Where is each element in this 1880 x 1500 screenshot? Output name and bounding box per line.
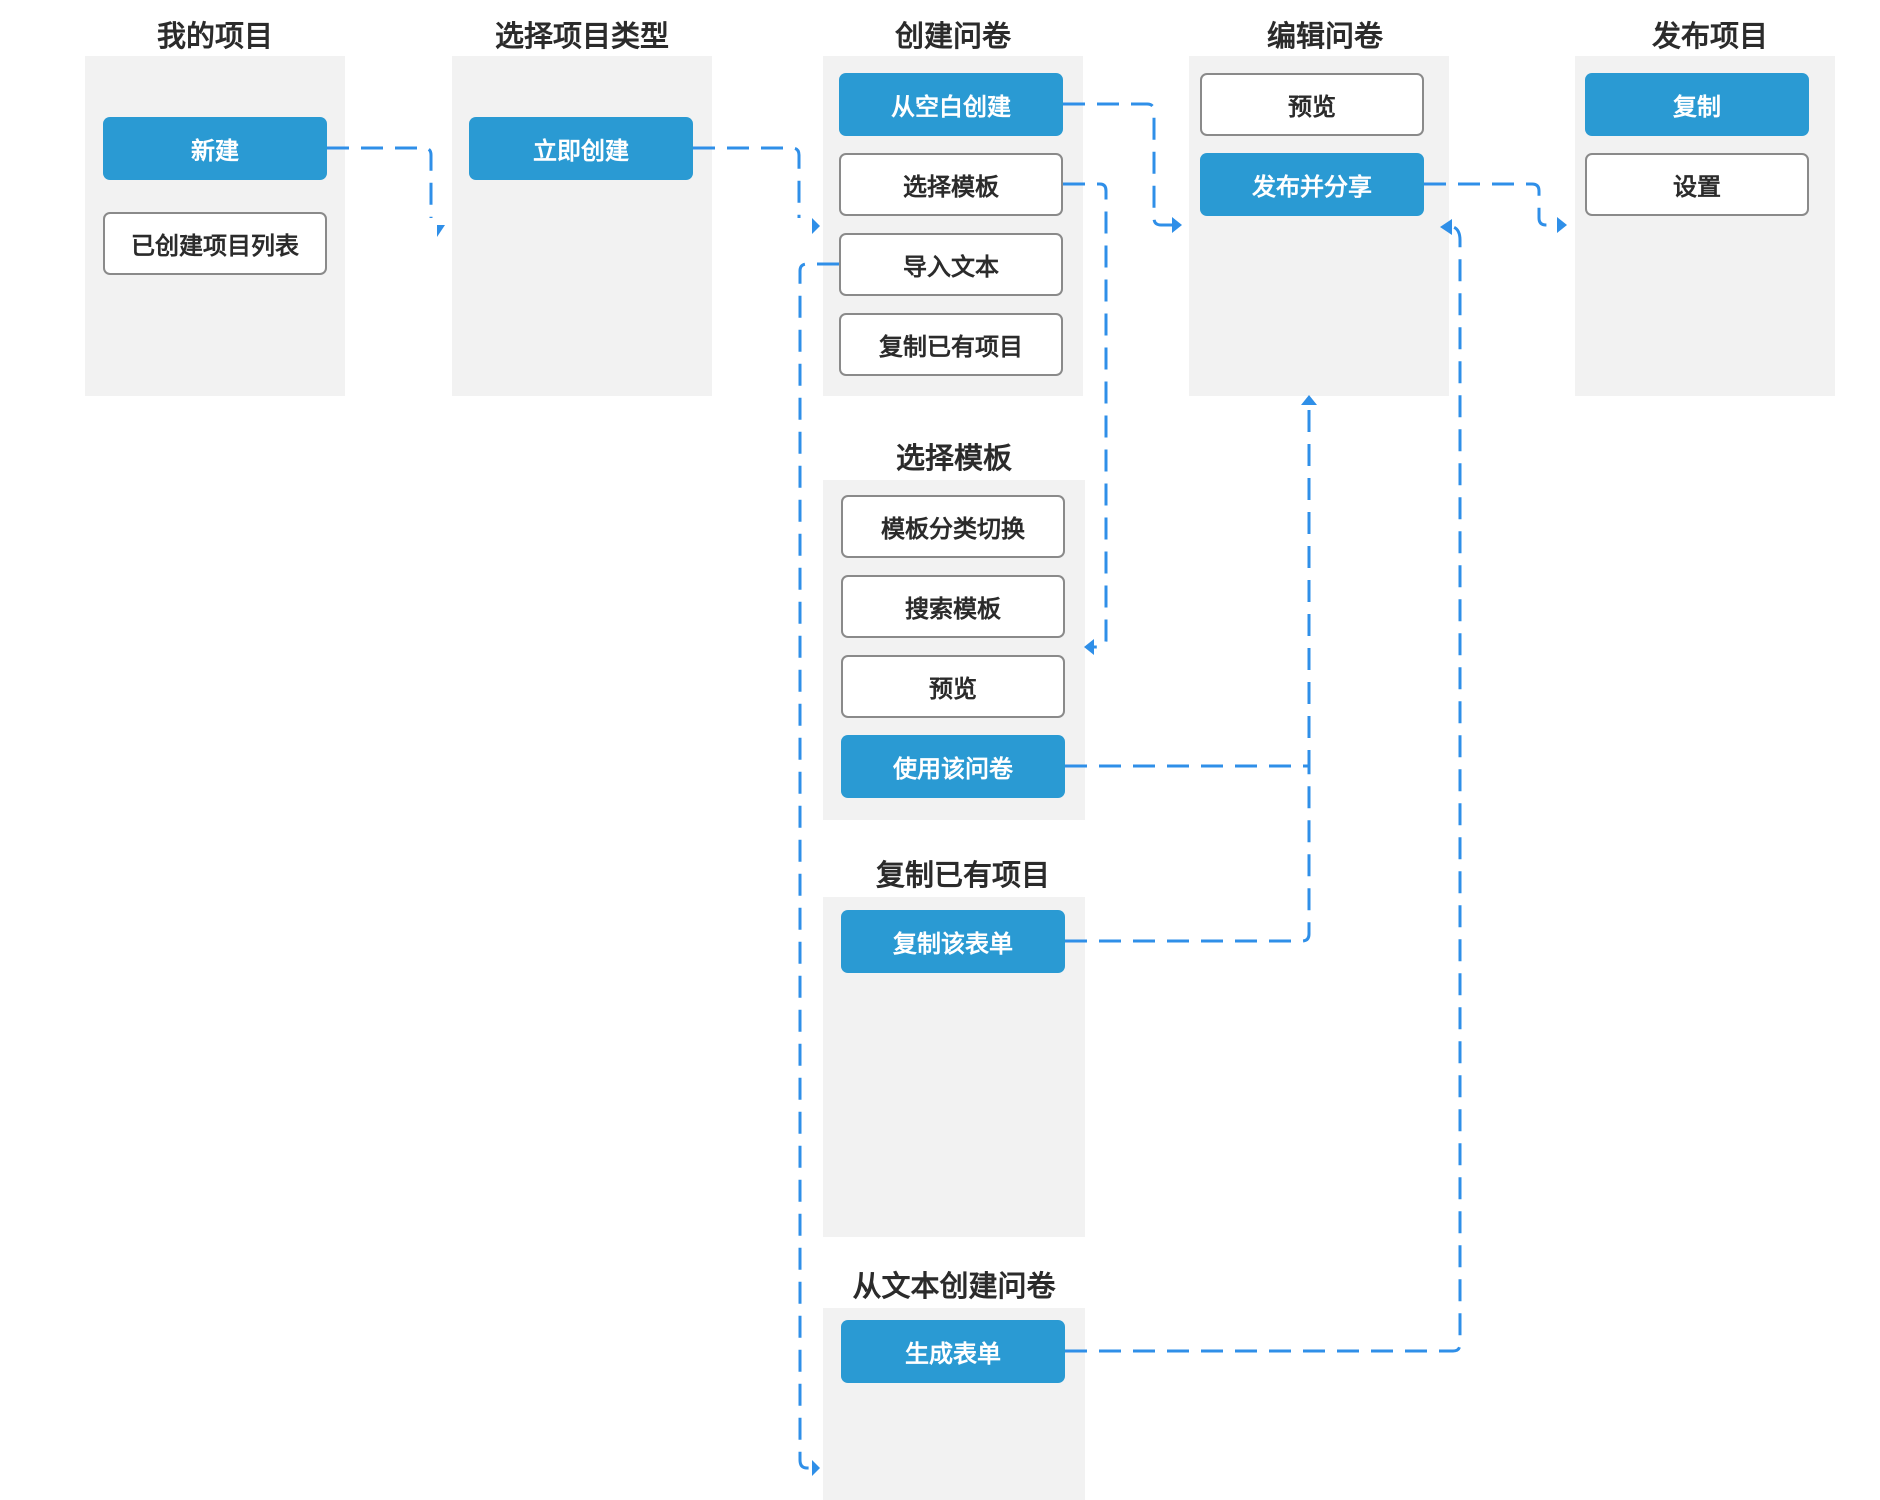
title-from-text: 从文本创建问卷: [852, 1269, 1056, 1303]
title-publish-project: 发布项目: [1651, 19, 1768, 53]
generate-form-button[interactable]: 生成表单: [841, 1320, 1065, 1383]
new-button[interactable]: 新建: [103, 117, 327, 180]
panel-choose-type: [452, 56, 712, 396]
template-preview-button[interactable]: 预览: [841, 655, 1065, 718]
connector-copy-form-to-edit-survey: [1065, 766, 1311, 943]
create-from-blank-button[interactable]: 从空白创建: [839, 73, 1063, 136]
arrowhead-create-now-to-create-survey: [812, 218, 820, 234]
connector-use-survey-to-edit-survey: [1065, 405, 1311, 768]
arrowhead-use-survey-to-edit-survey: [1301, 395, 1317, 405]
copy-button[interactable]: 复制: [1585, 73, 1809, 136]
preview-button[interactable]: 预览: [1200, 73, 1424, 136]
copy-existing-project-button[interactable]: 复制已有项目: [839, 313, 1063, 376]
template-category-switch-button[interactable]: 模板分类切换: [841, 495, 1065, 558]
use-this-survey-button[interactable]: 使用该问卷: [841, 735, 1065, 798]
publish-and-share-button[interactable]: 发布并分享: [1200, 153, 1424, 216]
title-my-projects: 我的项目: [156, 19, 273, 53]
title-create-survey: 创建问卷: [894, 19, 1011, 53]
arrowhead-import-text-to-text-panel: [812, 1460, 820, 1476]
arrowhead-select-template-to-template-panel: [1084, 639, 1094, 655]
created-projects-list-button[interactable]: 已创建项目列表: [103, 212, 327, 275]
select-template-button[interactable]: 选择模板: [839, 153, 1063, 216]
arrowhead-new-to-create-now: [437, 225, 445, 237]
search-template-button[interactable]: 搜索模板: [841, 575, 1065, 638]
title-template: 选择模板: [895, 441, 1012, 475]
title-choose-type: 选择项目类型: [494, 19, 669, 53]
arrowhead-publish-share-to-publish-project: [1557, 217, 1567, 233]
title-copy-existing: 复制已有项目: [875, 858, 1050, 892]
settings-button[interactable]: 设置: [1585, 153, 1809, 216]
arrowhead-blank-to-edit-survey: [1172, 217, 1182, 233]
import-text-button[interactable]: 导入文本: [839, 233, 1063, 296]
create-now-button[interactable]: 立即创建: [469, 117, 693, 180]
copy-this-form-button[interactable]: 复制该表单: [841, 910, 1065, 973]
title-edit-survey: 编辑问卷: [1266, 19, 1383, 53]
